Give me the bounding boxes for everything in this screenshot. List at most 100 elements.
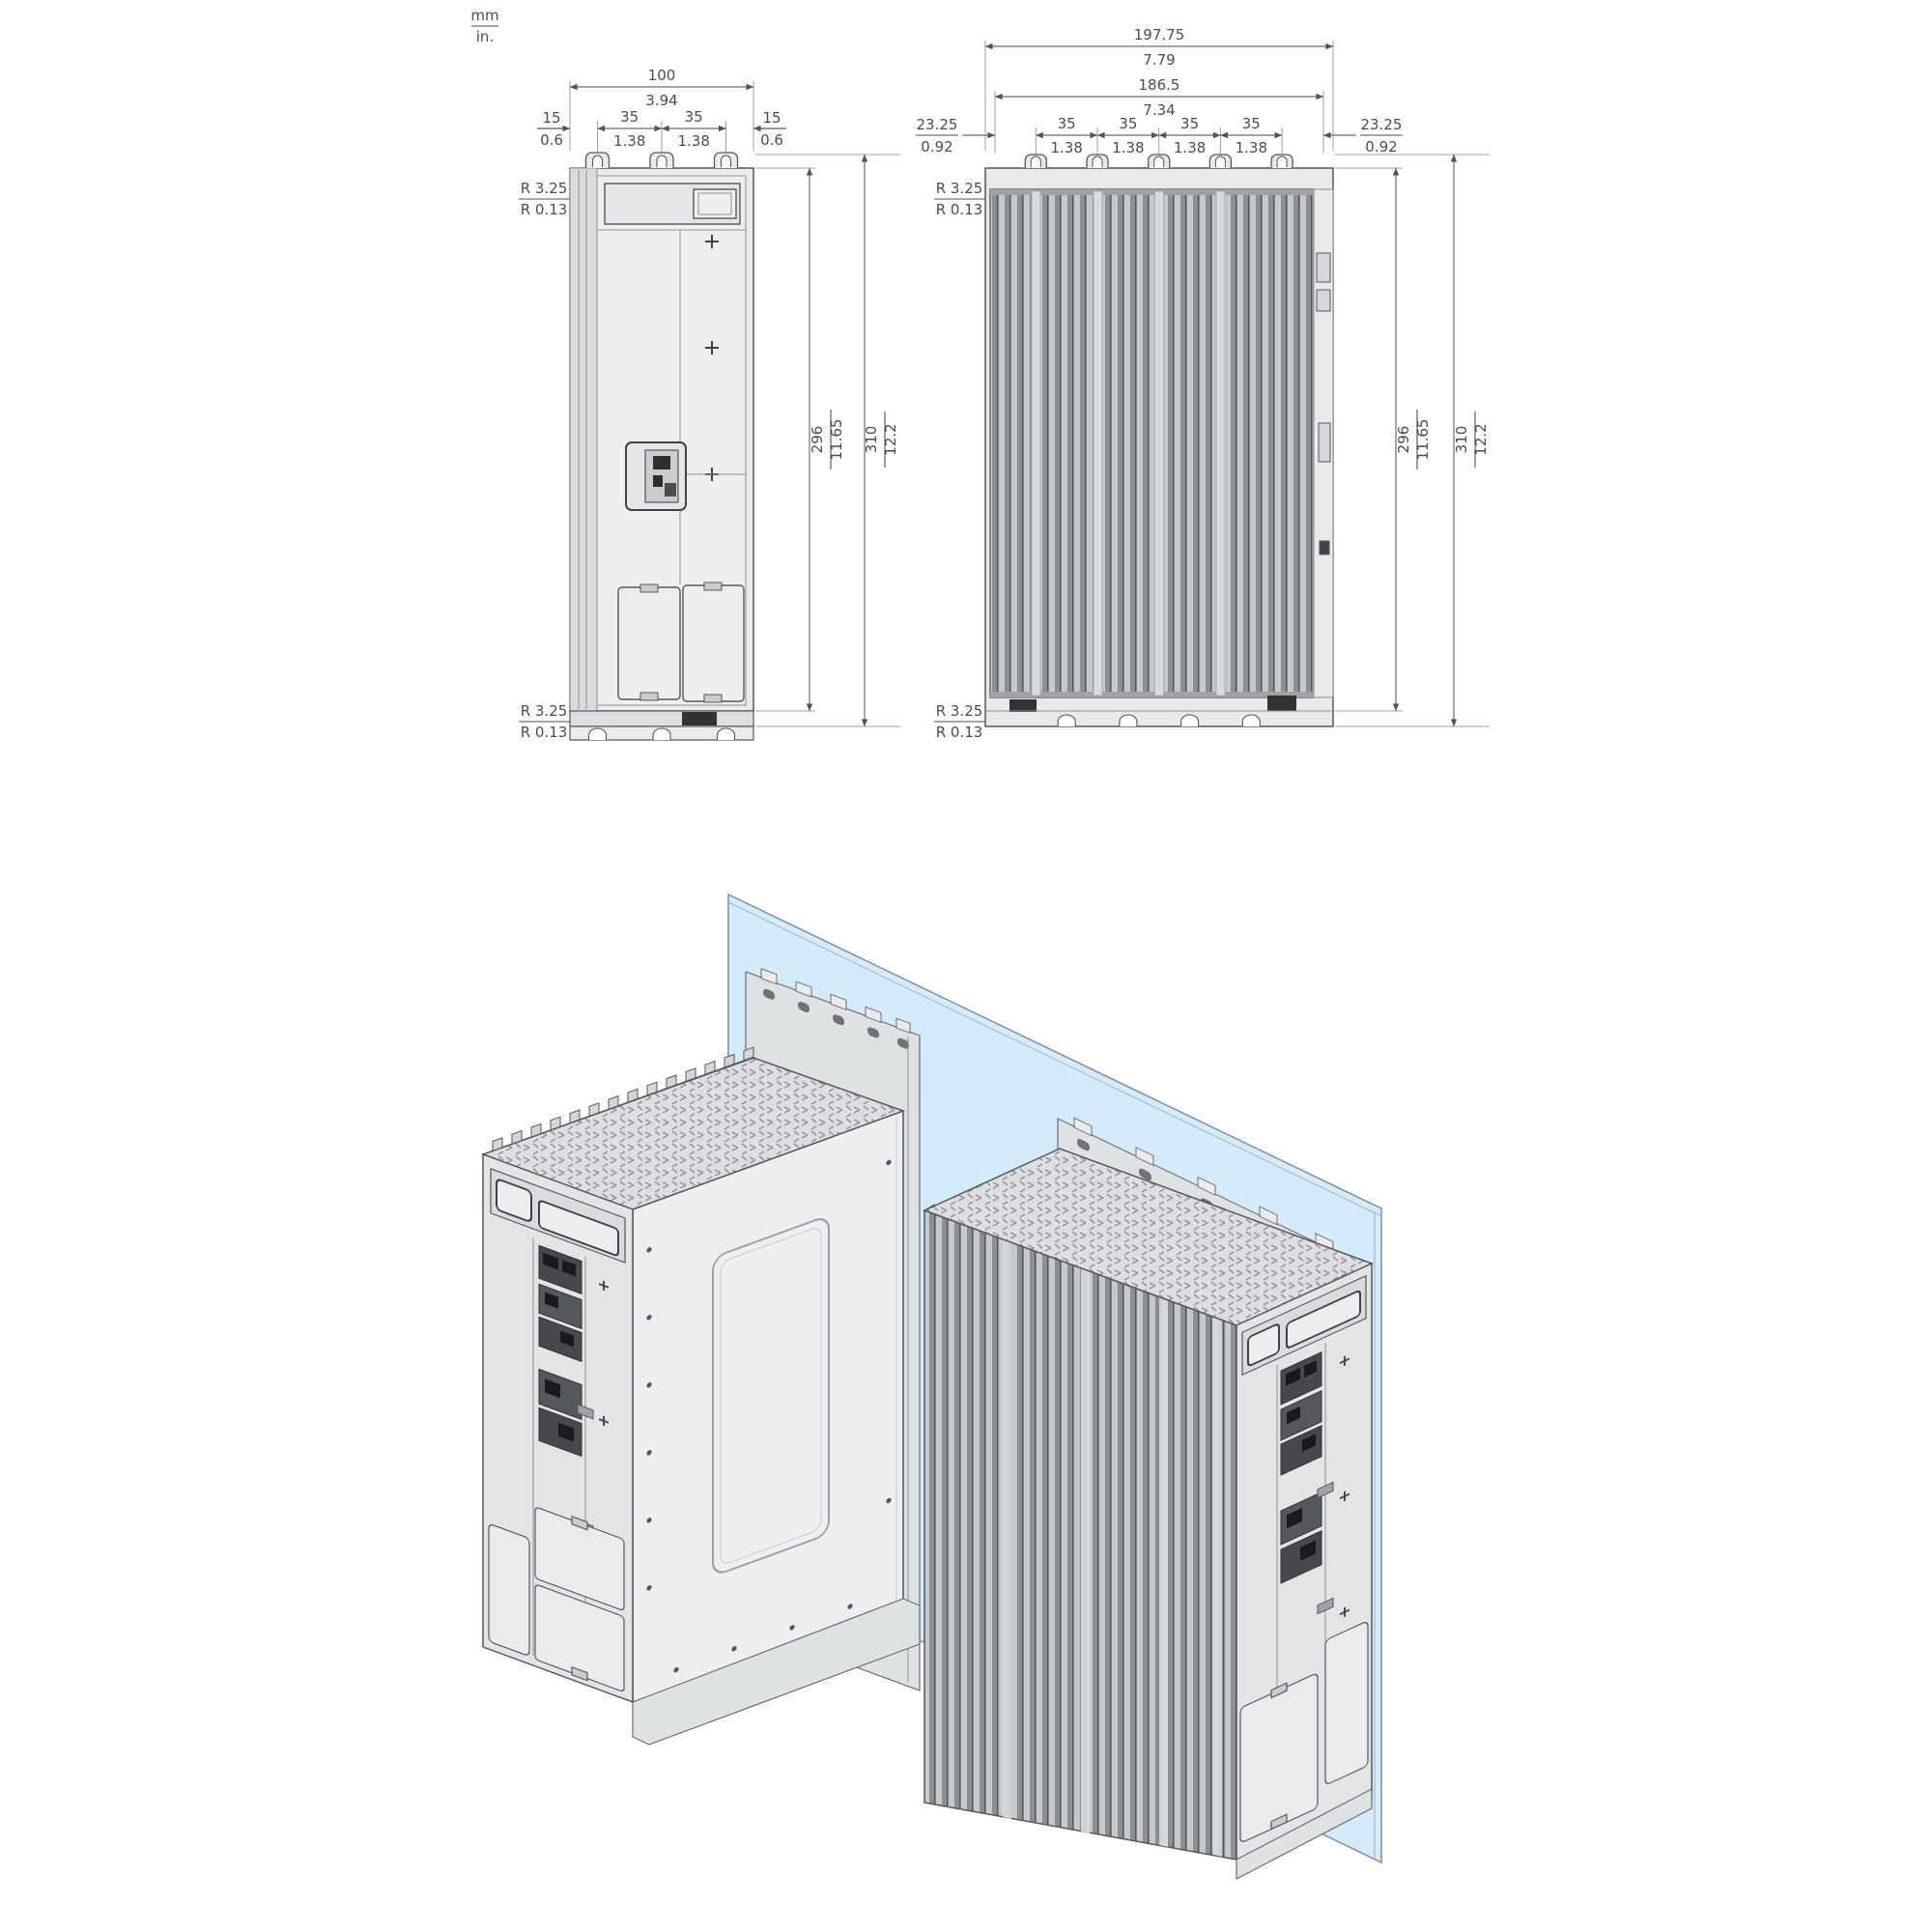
side-heatsink-channels — [1031, 190, 1226, 696]
mounting-hole — [1214, 156, 1226, 167]
side-seg6-in: 0.92 — [1365, 138, 1397, 156]
side-mounting-tabs-top — [1024, 154, 1293, 168]
front-mounting-tabs-top — [584, 152, 739, 168]
front-seg3-in: 1.38 — [677, 132, 709, 150]
front-view-extension-lines — [569, 81, 900, 727]
side-radius-top: R 3.25 R 0.13 — [934, 171, 999, 218]
side-height-body-in: 11.65 — [1414, 419, 1432, 461]
front-label-window — [693, 188, 737, 219]
front-width-dimension: 100 3.94 — [570, 67, 753, 109]
front-radius-bottom-in: R 0.13 — [521, 724, 568, 741]
left-device-front-face — [482, 1152, 634, 1703]
front-radius-top: R 3.25 R 0.13 — [519, 171, 583, 218]
side-bottom-foot-left — [1009, 699, 1037, 712]
side-seg1-in: 0.92 — [921, 138, 952, 156]
side-view: 197.75 7.79 186.5 7.34 23.25 0.92 35 1.3… — [916, 26, 1490, 741]
left-device-fin-sawtooth — [482, 1046, 754, 1155]
side-segment-dimensions: 23.25 0.92 35 1.38 35 1.38 35 1.38 35 1.… — [916, 115, 1403, 156]
front-view: 100 3.94 15 0.6 35 1.38 35 1.38 15 0.6 R… — [519, 67, 900, 741]
side-heatsink-top-edge — [990, 189, 1314, 195]
side-seg5-mm: 35 — [1242, 115, 1261, 132]
front-face-connectors — [538, 1244, 582, 1458]
label-window — [1247, 1323, 1280, 1367]
side-heatsink-bottom-edge — [990, 692, 1314, 697]
left-device — [480, 1046, 921, 1746]
mounting-hole — [656, 155, 668, 167]
left-device-side-face — [632, 1109, 904, 1704]
front-radius-top-mm: R 3.25 — [521, 180, 568, 197]
mounting-hole — [1092, 156, 1103, 167]
side-total-width-mm: 197.75 — [1134, 26, 1185, 43]
mounting-hole — [1030, 156, 1041, 167]
units-mm-label: mm — [470, 7, 498, 24]
side-seg5-in: 1.38 — [1236, 139, 1267, 156]
side-total-width-dimension: 197.75 7.79 — [985, 26, 1333, 69]
side-radius-bottom-mm: R 3.25 — [936, 702, 983, 720]
right-device — [923, 1148, 1374, 1880]
front-face-screws — [1340, 1355, 1350, 1618]
units-legend: mm in. — [470, 7, 498, 45]
front-seg2-in: 1.38 — [613, 132, 645, 150]
front-seg1-in: 0.6 — [540, 131, 563, 149]
side-height-total-mm: 310 — [1453, 426, 1470, 454]
front-bottom-connector — [682, 712, 717, 725]
wall-panel-thickness-top — [727, 901, 1382, 1217]
left-plate-holes — [763, 988, 909, 1049]
mounting-hole — [1153, 156, 1165, 167]
front-width-in: 3.94 — [645, 92, 677, 109]
front-face-covers — [488, 1507, 625, 1692]
front-seg4-mm: 15 — [762, 109, 781, 127]
side-seg4-mm: 35 — [1180, 115, 1199, 132]
side-heatsink-fins — [989, 188, 1315, 698]
front-bottom-covers — [617, 582, 745, 703]
front-device-outline — [569, 152, 754, 741]
side-radius-bottom: R 3.25 R 0.13 — [934, 702, 991, 741]
isometric-view — [480, 893, 1382, 1880]
front-mounting-notches-bottom — [587, 727, 736, 740]
label-window — [496, 1179, 532, 1222]
side-total-width-in: 7.79 — [1143, 51, 1175, 69]
label-window — [1286, 1290, 1361, 1349]
side-device-outline — [984, 154, 1334, 727]
front-height-total-mm: 310 — [863, 426, 880, 454]
side-bottom-foot-right — [1267, 696, 1296, 711]
front-height-dimensions: 296 11.65 310 12.2 — [806, 155, 899, 726]
side-seg6-mm: 23.25 — [1361, 116, 1403, 133]
side-radius-bottom-in: R 0.13 — [936, 724, 983, 741]
front-seg4-in: 0.6 — [760, 131, 783, 149]
front-seg1-mm: 15 — [542, 109, 560, 127]
side-inner-width-dimension: 186.5 7.34 — [995, 76, 1323, 119]
right-device-fin-channels — [1003, 1239, 1222, 1857]
right-device-bottom-band — [1236, 1788, 1373, 1880]
side-radius-top-mm: R 3.25 — [936, 180, 983, 197]
side-front-edge-details — [1316, 252, 1331, 555]
front-bottom-strip — [569, 710, 754, 727]
units-in-label: in. — [476, 28, 494, 45]
front-connector — [625, 441, 687, 511]
front-seg2-mm: 35 — [620, 108, 639, 126]
mounting-hole — [720, 155, 732, 167]
front-height-total-in: 12.2 — [882, 423, 899, 455]
front-segment-dimensions: 15 0.6 35 1.38 35 1.38 15 0.6 — [537, 108, 786, 150]
side-height-total-in: 12.2 — [1472, 423, 1490, 455]
side-seg4-in: 1.38 — [1174, 139, 1206, 156]
side-height-body-mm: 296 — [1395, 426, 1412, 454]
side-face-recess — [712, 1218, 830, 1574]
side-seg2-mm: 35 — [1058, 115, 1076, 132]
side-radius-top-in: R 0.13 — [936, 201, 983, 218]
front-width-mm: 100 — [648, 67, 676, 84]
side-seg1-mm: 23.25 — [917, 116, 958, 133]
right-device-front-face — [1236, 1262, 1373, 1861]
side-inner-width-mm: 186.5 — [1139, 76, 1180, 94]
side-seg3-mm: 35 — [1119, 115, 1137, 132]
side-seg2-in: 1.38 — [1050, 139, 1082, 156]
mounting-hole — [1276, 156, 1288, 167]
side-height-dimensions: 296 11.65 310 12.2 — [1392, 155, 1490, 726]
side-view-extension-lines — [984, 41, 1490, 727]
front-radius-bottom: R 3.25 R 0.13 — [519, 702, 576, 741]
side-face-screws — [646, 1159, 892, 1673]
side-inner-width-in: 7.34 — [1143, 101, 1175, 119]
side-mounting-notches-bottom — [1057, 714, 1261, 726]
label-window — [538, 1200, 619, 1257]
